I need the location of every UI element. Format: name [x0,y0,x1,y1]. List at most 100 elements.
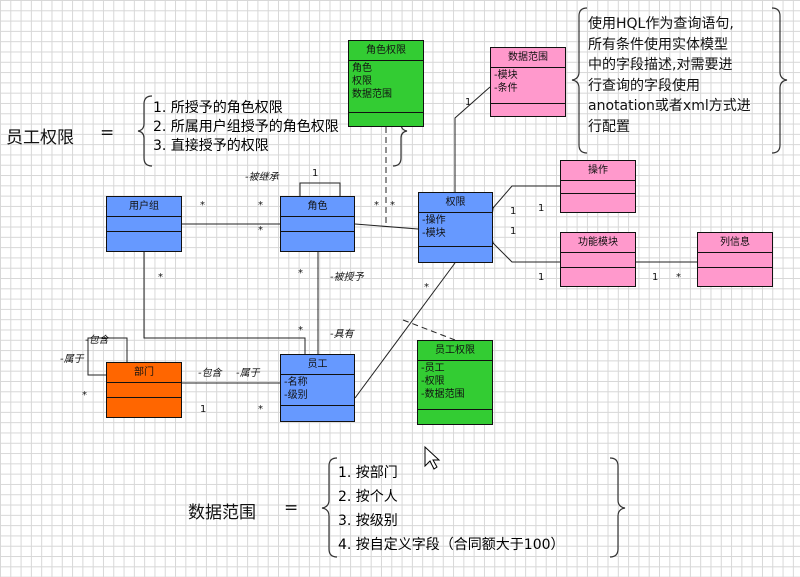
data-scope-item: 3. 按级别 [338,513,398,529]
class-permission[interactable]: 权限 -操作 -模块 [418,192,493,263]
class-attributes: 角色 权限 数据范围 [349,61,423,113]
class-attributes [561,253,635,268]
multiplicity-label: 1 [200,404,207,415]
label-granted: -被授予 [330,272,364,283]
label-belongs-mid: -属于 [236,368,260,379]
class-attributes [281,217,354,232]
data-scope-list: 1. 按部门 2. 按个人 3. 按级别 4. 按自定义字段（合同额大于100） [338,461,565,557]
multiplicity-label: 1 [312,168,319,179]
class-function-module[interactable]: 功能模块 [560,232,636,287]
data-scope-item: 2. 按个人 [338,489,398,505]
data-scope-title: 数据范围 [188,503,256,523]
multiplicity-label: * [258,200,263,211]
multiplicity-label: * [676,272,681,283]
brace-data-scope-right [609,457,626,558]
attribute: -名称 [284,377,308,388]
class-column-info[interactable]: 列信息 [697,232,773,287]
multiplicity-label: * [390,200,395,211]
line-usergroup-employee [143,252,306,354]
line-role-permission [354,223,419,230]
data-scope-item: 4. 按自定义字段（合同额大于100） [338,537,565,553]
attribute: -数据范围 [421,389,465,400]
class-title: 数据范围 [491,48,565,68]
class-title: 功能模块 [561,233,635,253]
note-line: 中的字段描述,对需要进 [588,57,733,73]
attribute: 权限 [352,76,372,87]
label-contains-top: -包含 [85,335,109,346]
employee-permission-equals: = [100,123,115,143]
class-title: 员工权限 [418,341,492,361]
multiplicity-label: 1 [465,97,472,108]
attribute: -员工 [421,363,445,374]
attribute: 角色 [352,63,372,74]
label-inherited: -被继承 [245,172,279,183]
attribute: -级别 [284,390,308,401]
attribute: -模块 [422,228,446,239]
data-scope-item: 1. 按部门 [338,465,398,481]
label-belongs-left: -属于 [60,354,84,365]
line-permission-function [485,235,560,263]
class-title: 角色权限 [349,41,423,61]
class-title: 权限 [419,193,492,213]
multiplicity-label: 1 [652,272,659,283]
multiplicity-label: * [424,282,429,293]
multiplicity-label: * [374,200,379,211]
hql-note: 使用HQL作为查询语句, 所有条件使用实体模型 中的字段描述,对需要进 行查询的… [588,14,751,137]
multiplicity-label: * [258,404,263,415]
employee-permission-list: 1. 所授予的角色权限 2. 所属用户组授予的角色权限 3. 直接授予的权限 [153,99,339,156]
brace-data-scope [321,457,338,558]
attribute: -条件 [494,83,518,94]
brace-employee-permission [137,95,153,167]
class-attributes [698,253,772,268]
class-attributes: -员工 -权限 -数据范围 [418,361,492,410]
class-title: 部门 [107,363,181,383]
line-permission-employee [354,262,456,399]
note-line: 所有条件使用实体模型 [588,36,728,53]
class-user-group[interactable]: 用户组 [106,196,182,252]
class-attributes [107,383,181,398]
label-has: -具有 [330,329,354,340]
class-title: 角色 [281,197,354,217]
class-data-scope[interactable]: 数据范围 -模块 -条件 [490,47,566,117]
class-role-permission[interactable]: 角色权限 角色 权限 数据范围 [348,40,424,127]
note-line: anotation或者xml方式进 [588,98,751,114]
line-role-inherit [299,182,341,196]
class-title: 操作 [561,161,635,181]
multiplicity-label: 1 [510,206,517,217]
brace-note-right [771,7,788,154]
multiplicity-label: * [298,325,303,336]
attribute: 数据范围 [352,89,392,100]
line-permission-datascope [454,86,491,192]
multiplicity-label: 1 [510,226,517,237]
multiplicity-label: 1 [538,272,545,283]
multiplicity-label: * [82,390,87,401]
brace-note [571,7,588,154]
multiplicity-label: * [298,268,303,279]
class-attributes: -名称 -级别 [281,375,354,406]
note-line: 使用HQL作为查询语句, [588,16,734,32]
class-attributes: -操作 -模块 [419,213,492,247]
multiplicity-label: * [200,200,205,211]
class-role[interactable]: 角色 [280,196,355,252]
data-scope-equals: = [284,498,299,518]
line-department-self [87,337,128,376]
employee-permission-item: 3. 直接授予的权限 [153,138,269,154]
class-attributes [561,181,635,194]
class-title: 员工 [281,355,354,375]
multiplicity-label: * [258,225,263,236]
class-attributes: -模块 -条件 [491,68,565,104]
class-department[interactable]: 部门 [106,362,182,418]
attribute: -模块 [494,70,518,81]
class-title: 用户组 [107,197,181,217]
employee-permission-item: 1. 所授予的角色权限 [153,100,283,116]
class-employee[interactable]: 员工 -名称 -级别 [280,354,355,422]
attribute: -操作 [422,215,446,226]
class-operation[interactable]: 操作 [560,160,636,213]
class-title: 列信息 [698,233,772,253]
attribute: -权限 [421,376,445,387]
note-line: 行配置 [588,118,630,135]
mouse-cursor-icon [424,445,441,470]
class-employee-permission[interactable]: 员工权限 -员工 -权限 -数据范围 [417,340,493,425]
note-line: 行查询的字段使用 [588,77,700,94]
multiplicity-label: * [158,272,163,283]
